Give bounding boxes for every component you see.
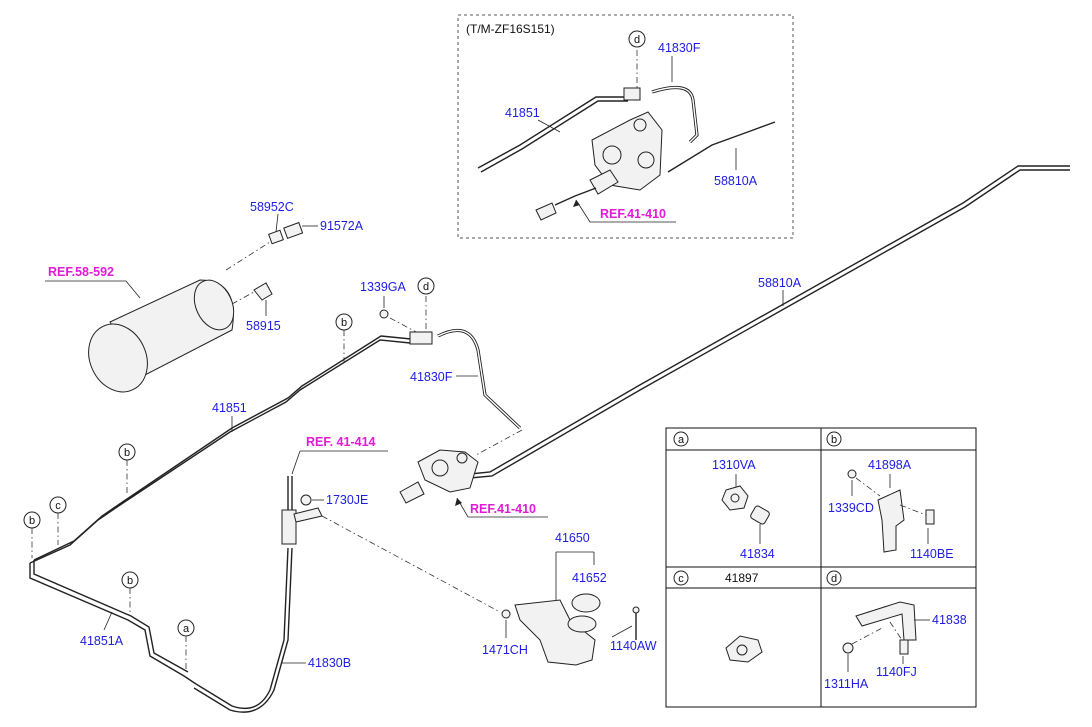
inset-bracket: [623, 87, 641, 101]
svg-text:b: b: [341, 317, 347, 329]
label-1140AW: 1140AW: [610, 639, 657, 653]
inset-pipe-41851-outline: [480, 100, 628, 173]
svg-text:b: b: [831, 434, 837, 446]
ref-41-410: REF.41-410: [470, 502, 536, 516]
inset-frame: [457, 14, 794, 239]
bolt-1140FJ: [899, 639, 909, 655]
label-1730JE: 1730JE: [326, 493, 368, 507]
label-58952C: 58952C: [250, 200, 294, 214]
label-41652: 41652: [572, 571, 607, 585]
svg-text:b: b: [29, 515, 35, 527]
detail-label-41898A: 41898A: [868, 458, 912, 472]
label-1339GA: 1339GA: [360, 280, 407, 294]
label-58810A: 58810A: [758, 276, 802, 290]
master-cylinder: [281, 476, 323, 545]
fluid-reservoir: [501, 593, 640, 666]
fitting-41834: [750, 505, 770, 525]
detail-label-1310VA: 1310VA: [712, 458, 756, 472]
label-41830B: 41830B: [308, 656, 351, 670]
detail-tag-d: [826, 570, 842, 586]
detail-label-41834: 41834: [740, 547, 775, 561]
plug-1730JE: [300, 494, 312, 506]
label-91572A: 91572A: [320, 219, 364, 233]
cable-58810A: [469, 169, 1070, 479]
svg-text:d: d: [634, 34, 640, 46]
svg-text:d: d: [831, 573, 837, 585]
nut-1311HA: [842, 642, 854, 654]
cap-41652: [571, 593, 601, 613]
inset-marker-d: [628, 30, 646, 48]
detail-panel: a 1310VA 41834 b 41898A 1339CD 1140BE c …: [665, 427, 977, 708]
ref-58-592: REF.58-592: [48, 265, 114, 279]
marker-d-main: [417, 277, 435, 295]
inset-label-41851: 41851: [505, 106, 540, 120]
inset-label-58810A: 58810A: [714, 174, 758, 188]
nut-1339GA: [379, 309, 389, 319]
label-41830F: 41830F: [410, 370, 453, 384]
svg-text:b: b: [127, 575, 133, 587]
svg-text:b: b: [124, 447, 130, 459]
bolt-1140BE: [925, 509, 935, 525]
detail-tag-a: [673, 431, 689, 447]
inset-title: (T/M-ZF16S151): [466, 22, 555, 36]
bracket-41838: [855, 601, 917, 641]
detail-tag-c: [673, 570, 689, 586]
detail-label-1311HA: 1311HA: [824, 677, 869, 691]
hose-41830B: [195, 547, 289, 710]
label-58915: 58915: [246, 319, 281, 333]
detail-label-41838: 41838: [932, 613, 967, 627]
label-41851A: 41851A: [80, 634, 124, 648]
inset-slave-cylinder: [535, 111, 663, 221]
svg-text:c: c: [55, 500, 61, 512]
transmission-inset: (T/M-ZF16S151) d 41830F 58810A 41851: [457, 14, 794, 239]
slave-cylinder: [399, 449, 479, 504]
fitting-58952C: [268, 221, 304, 245]
ref-41-414: REF. 41-414: [306, 435, 376, 449]
bracket-d: [409, 331, 433, 345]
inset-ref-41-410: REF.41-410: [600, 207, 666, 221]
inset-label-41830F: 41830F: [658, 41, 701, 55]
detail-tag-b: [826, 431, 842, 447]
bracket-41898A: [877, 489, 905, 553]
detail-label-1140FJ: 1140FJ: [876, 665, 917, 679]
svg-text:d: d: [423, 281, 429, 293]
svg-text:a: a: [678, 434, 685, 446]
fitting-58915: [253, 282, 273, 301]
label-1471CH: 1471CH: [482, 643, 528, 657]
pipe-41851A: [29, 563, 197, 685]
inset-cable-58810A: [667, 121, 776, 173]
label-41650: 41650: [555, 531, 590, 545]
nut-1471CH: [501, 609, 511, 619]
air-tank: [88, 279, 235, 393]
detail-label-1140BE: 1140BE: [910, 547, 954, 561]
detail-label-1339CD: 1339CD: [828, 501, 874, 515]
detail-label-41897: 41897: [725, 571, 759, 585]
label-41851: 41851: [212, 401, 247, 415]
pipe-markers: b b c b b a: [23, 313, 353, 672]
pipe-41851: [29, 335, 433, 564]
bolt-1140AW: [632, 606, 640, 614]
nut-1339CD: [847, 469, 857, 479]
svg-text:c: c: [678, 573, 684, 585]
svg-text:a: a: [183, 623, 190, 635]
